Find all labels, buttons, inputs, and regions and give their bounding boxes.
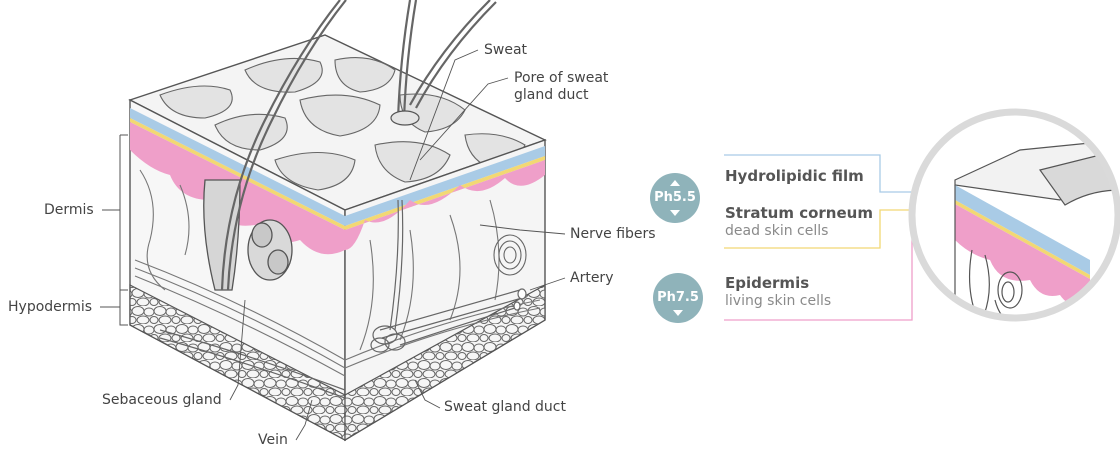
yellow-layer-left	[130, 118, 345, 230]
hypodermis-fat-right	[344, 283, 546, 442]
triangle-down-icon	[670, 210, 680, 216]
yellow-layer-right	[345, 156, 545, 230]
pink-layer-right	[345, 160, 545, 250]
label-sweat: Sweat	[484, 42, 528, 58]
ph-label-5-5: Ph5.5	[654, 190, 696, 205]
ph-badge-7-5	[653, 273, 703, 323]
label-pore-line2: gland duct	[514, 87, 589, 103]
label-hydrolipidic-film: Hydrolipidic film	[725, 167, 864, 185]
label-nerve-fibers: Nerve fibers	[570, 226, 656, 242]
label-living-skin-cells: living skin cells	[725, 293, 832, 309]
ph-label-7-5: Ph7.5	[657, 290, 699, 305]
label-pore-line1: Pore of sweat	[514, 70, 609, 86]
triangle-down-icon	[673, 310, 683, 316]
nerve-receptor	[493, 234, 527, 276]
blue-layer-left	[130, 108, 345, 226]
label-stratum-corneum: Stratum corneum	[725, 204, 873, 222]
label-sebaceous-gland: Sebaceous gland	[102, 392, 222, 408]
leader-lines	[229, 49, 566, 441]
dermal-fibers	[134, 169, 541, 377]
label-epidermis: Epidermis	[725, 274, 810, 292]
label-vein: Vein	[258, 432, 288, 448]
skin-block	[100, 0, 566, 442]
blood-vessels	[159, 288, 527, 399]
blue-layer-right	[345, 146, 545, 226]
layer-brackets	[100, 134, 128, 326]
sweat-gland-coil	[370, 199, 406, 353]
ph-badge-5-5	[650, 173, 700, 223]
triangle-up-icon	[670, 180, 680, 186]
zoom-magnifier	[908, 108, 1120, 322]
label-artery: Artery	[570, 270, 614, 286]
label-hypodermis: Hypodermis	[8, 299, 93, 315]
label-dermis: Dermis	[44, 202, 94, 218]
hair-shafts	[220, 0, 497, 291]
surface-cells	[159, 57, 526, 191]
hair-follicle-opening	[390, 110, 420, 126]
label-sweat-gland-duct: Sweat gland duct	[444, 399, 566, 415]
label-dead-skin-cells: dead skin cells	[725, 223, 829, 239]
